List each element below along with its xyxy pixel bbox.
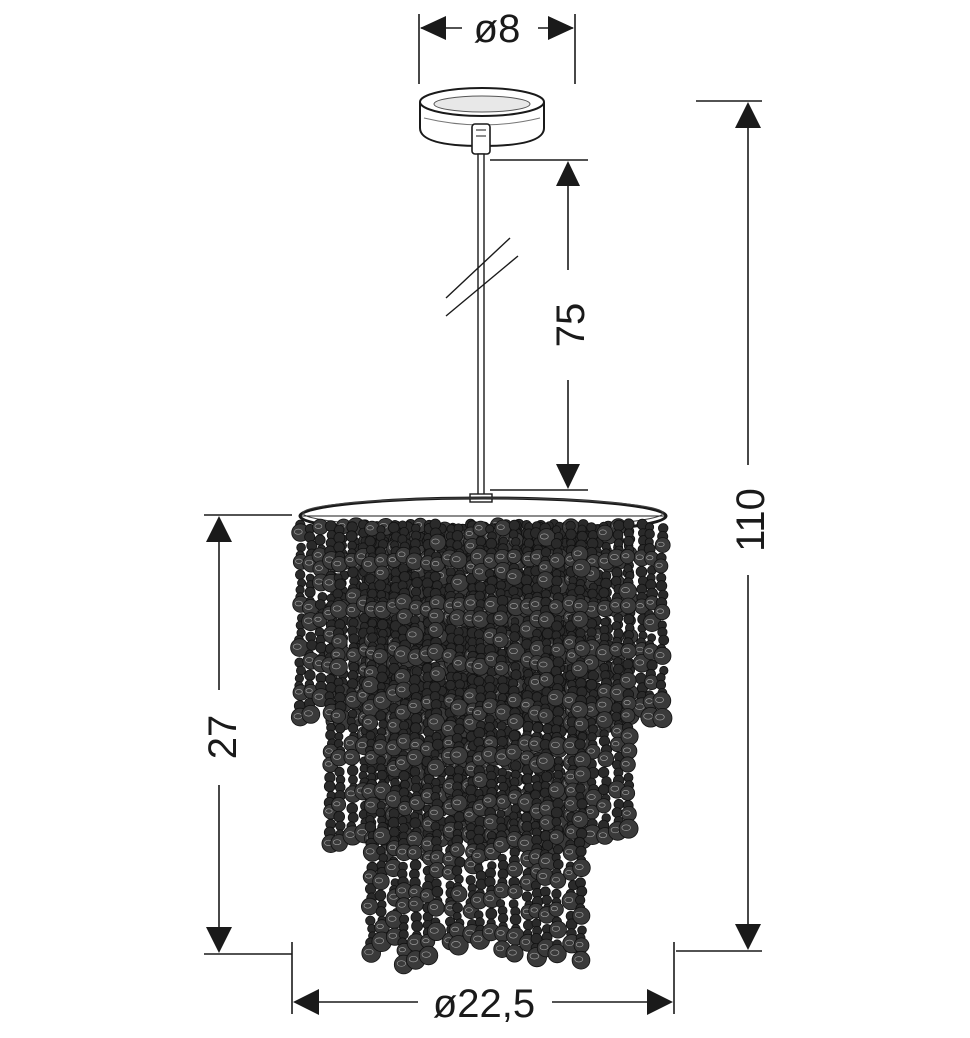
shade-diameter-dimension: ø22,5 — [291, 942, 675, 1026]
suspension-cord — [445, 153, 519, 503]
shade-height-dimension: 27 — [201, 514, 292, 955]
canopy-diameter-label: ø8 — [474, 7, 521, 51]
total-height-label: 110 — [729, 488, 773, 552]
ceiling-canopy — [419, 87, 545, 155]
cord-length-label: 75 — [549, 303, 593, 348]
canopy-diameter-dimension: ø8 — [418, 7, 576, 84]
shade-diameter-label: ø22,5 — [433, 982, 535, 1026]
cord-length-dimension: 75 — [490, 159, 593, 491]
shade-height-label: 27 — [201, 715, 245, 760]
total-height-dimension: 110 — [676, 100, 773, 952]
crystal-bead-strands — [290, 517, 673, 975]
